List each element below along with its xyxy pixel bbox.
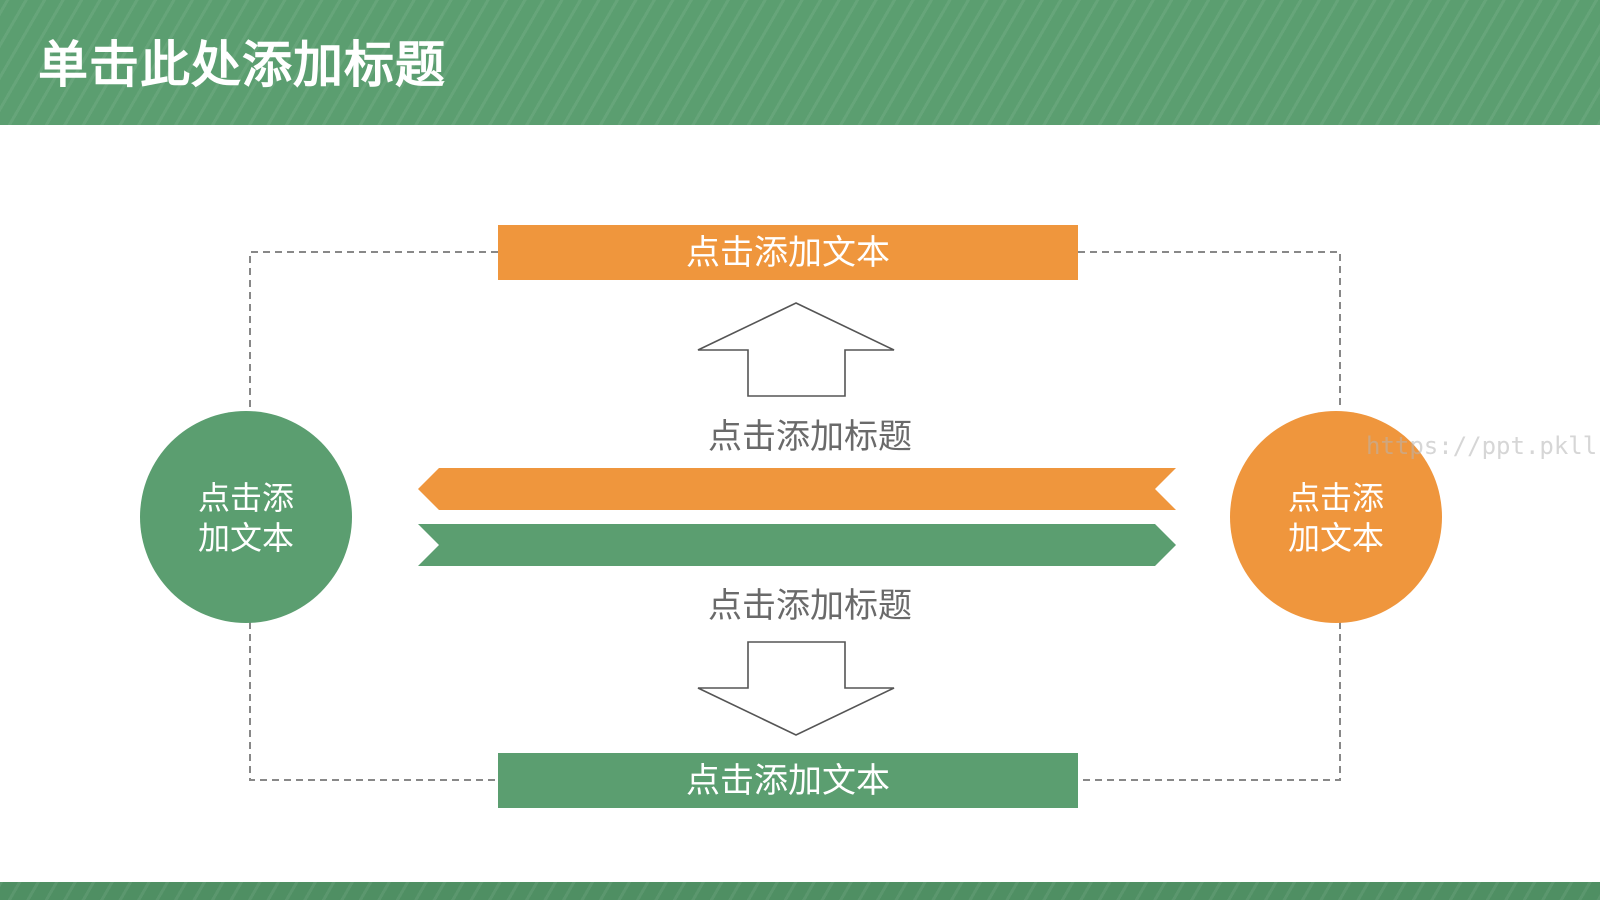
bottom-box-label[interactable]: 点击添加文本	[686, 761, 890, 801]
bottom-box[interactable]	[498, 753, 1078, 808]
orange-ribbon-arrow[interactable]	[418, 468, 1176, 510]
dashed-line-bottom-left	[249, 622, 498, 781]
right-circle-line2: 加文本	[1287, 519, 1384, 557]
dashed-line-bottom-right	[1078, 622, 1341, 781]
top-box[interactable]	[498, 225, 1078, 280]
dashed-line-top-right	[1078, 251, 1341, 410]
top-box-label[interactable]: 点击添加文本	[686, 233, 890, 273]
dashed-line-top-left	[249, 251, 498, 410]
left-circle-line2: 加文本	[197, 519, 294, 557]
slide-title[interactable]: 单击此处添加标题	[38, 36, 446, 94]
right-circle-line1: 点击添	[1287, 479, 1384, 517]
watermark: https://ppt.pkll.de	[1366, 432, 1600, 460]
left-circle-line1: 点击添	[197, 479, 294, 517]
left-circle[interactable]	[140, 411, 352, 623]
upper-title[interactable]: 点击添加标题	[708, 417, 912, 457]
dashed-connector	[249, 251, 1341, 781]
up-arrow-icon[interactable]	[697, 302, 895, 397]
right-circle[interactable]	[1230, 411, 1442, 623]
left-circle-text[interactable]: 点击添 加文本	[146, 478, 346, 558]
green-ribbon-arrow[interactable]	[418, 524, 1176, 566]
lower-title[interactable]: 点击添加标题	[708, 586, 912, 626]
down-arrow-icon[interactable]	[697, 641, 895, 736]
slide-header: 单击此处添加标题	[0, 0, 1600, 125]
right-circle-text[interactable]: 点击添 加文本	[1236, 478, 1436, 558]
footer-bar	[0, 882, 1600, 900]
